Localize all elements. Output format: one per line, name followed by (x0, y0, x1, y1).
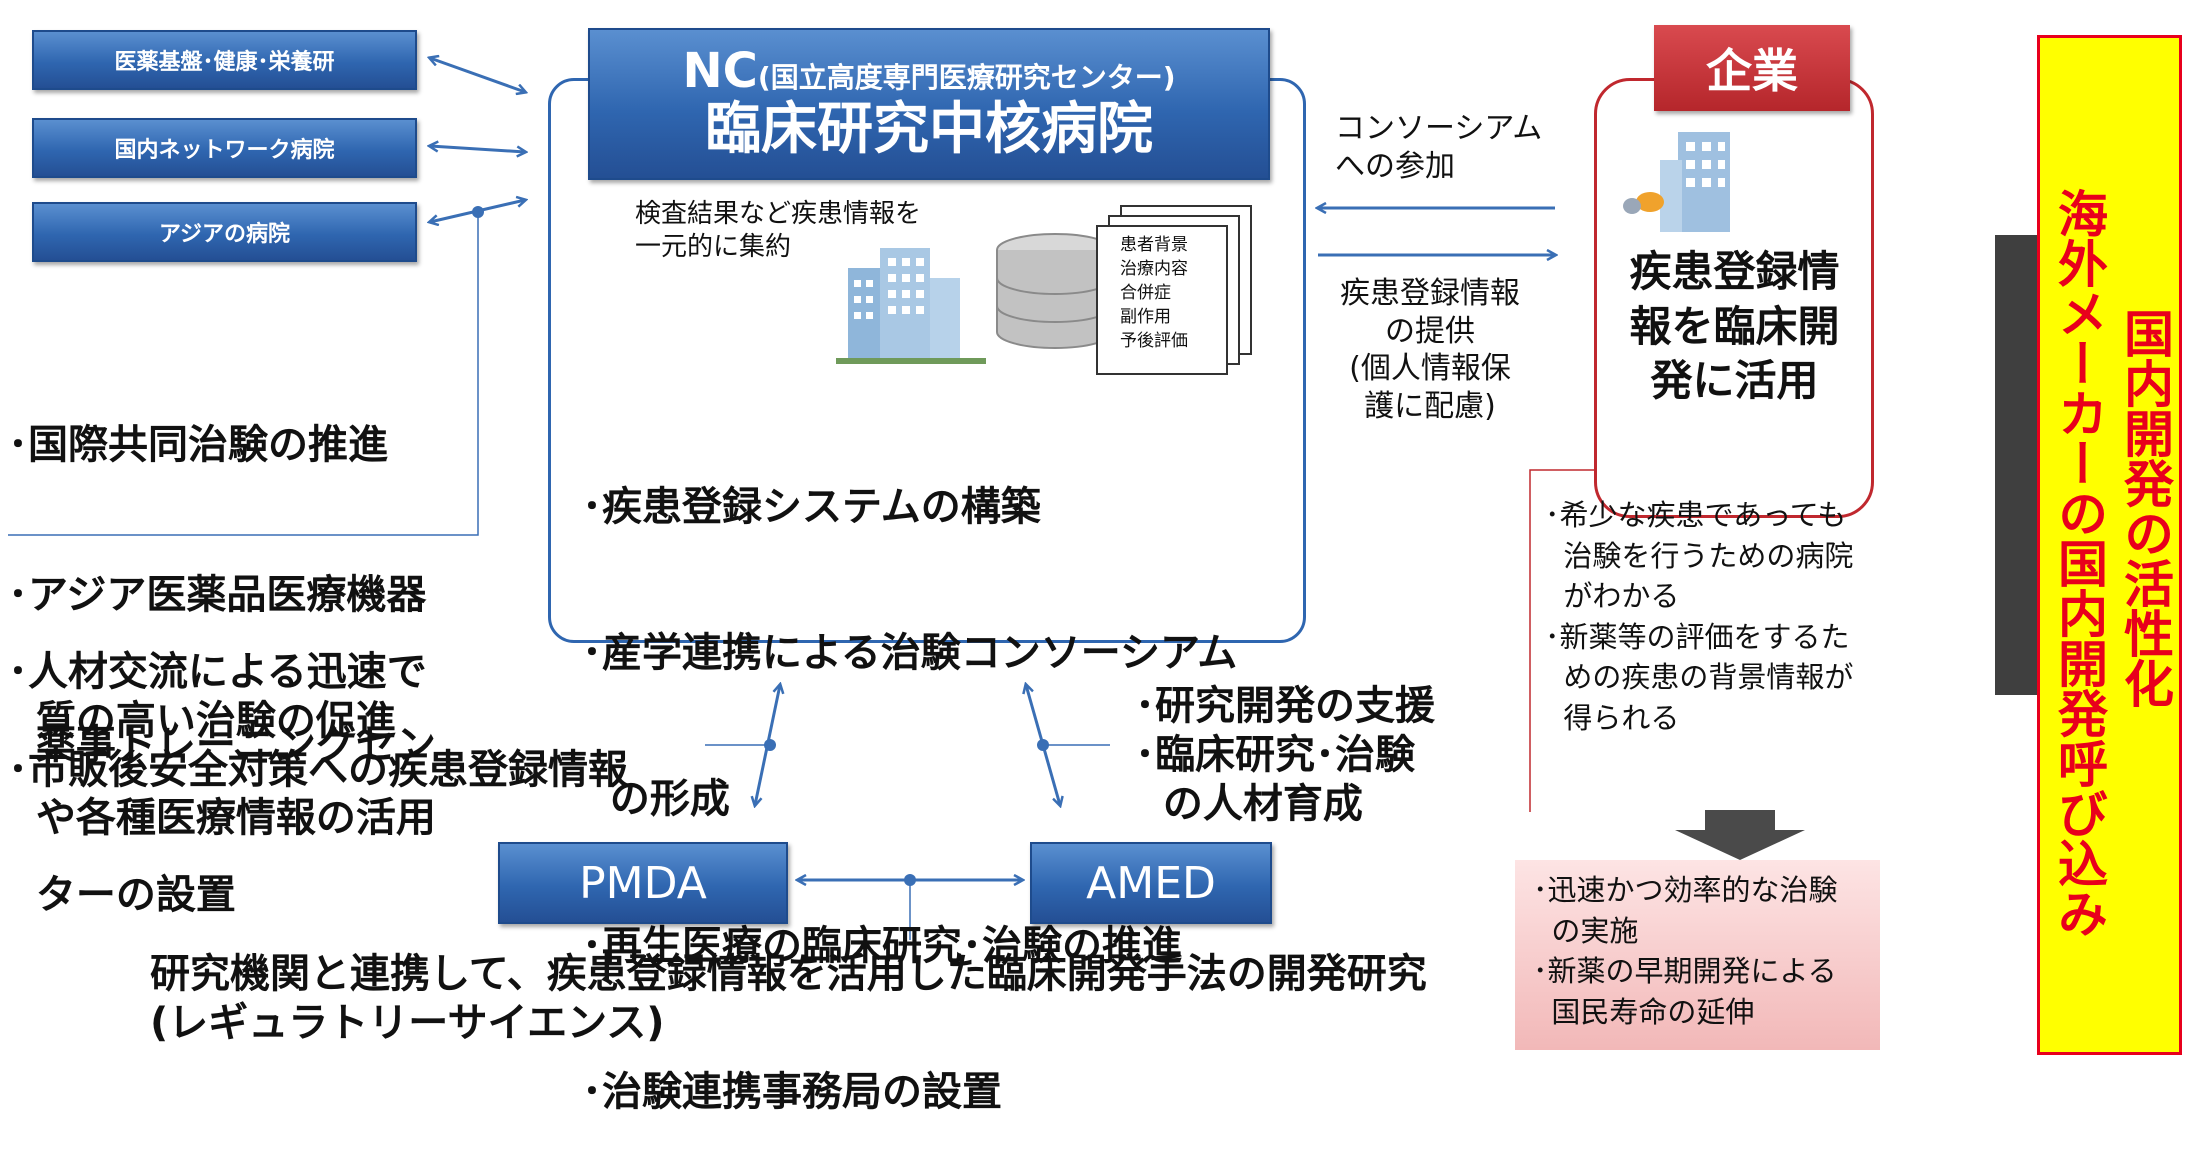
left-bullet-4: ターの設置 (8, 872, 236, 918)
nc-bullet-1: ･疾患登録システムの構築 (582, 483, 1041, 530)
left-bullet-2: ･アジア医薬品医療機器 (8, 572, 427, 618)
amed-box: AMED (1030, 842, 1272, 924)
box-domestic-network-label: 国内ネットワーク病院 (114, 138, 335, 163)
company-building-icon (1623, 132, 1730, 232)
left-bullet-3: 薬事トレーニングセン (8, 722, 436, 768)
box-asia-hospitals-label: アジアの病院 (158, 222, 291, 247)
bottom-research-text: 研究機関と連携して、疾患登録情報を活用した臨床開発手法の開発研究 (レギュラトリ… (150, 951, 1427, 1046)
document-list: 患者背景 治療内容 合併症 副作用 予後評価 (1096, 225, 1228, 375)
box-institute-label: 医薬基盤･健康･栄養研 (114, 50, 335, 75)
box-asia-hospitals: アジアの病院 (32, 202, 417, 262)
consortium-label: コンソーシアム への参加 (1335, 111, 1543, 184)
box-institute: 医薬基盤･健康･栄養研 (32, 30, 417, 90)
company-bullets: ･希少な疾患であっても 治験を行うための病院 がわかる ･新薬等の評価をするた … (1545, 498, 1854, 735)
nc-header-title: 臨床研究中核病院 (705, 97, 1153, 163)
lower-left-bullets: ･人材交流による迅速で 質の高い治験の促進 ･市販後安全対策への疾患登録情報 や… (8, 649, 628, 842)
nc-header-suffix: (国立高度専門医療研究センター) (757, 61, 1176, 95)
company-text: 疾患登録情 報を臨床開 発に活用 (1629, 247, 1840, 406)
box-domestic-network: 国内ネットワーク病院 (32, 118, 417, 178)
company-frame (1594, 78, 1874, 518)
pmda-box: PMDA (498, 842, 788, 924)
doc-label: 合併症 (1120, 283, 1171, 303)
panel-text-domestic: 国内開発の活性化 (2116, 308, 2174, 708)
doc-label: 副作用 (1120, 307, 1171, 327)
nc-bullet-3: の形成 (582, 776, 730, 823)
doc-label: 患者背景 (1120, 235, 1188, 255)
left-bullet-1: ･国際共同治験の推進 (8, 422, 388, 468)
nc-header: NC(国立高度専門医療研究センター) 臨床研究中核病院 (588, 28, 1270, 180)
nc-bullet-2: ･産学連携による治験コンソーシアム (582, 629, 1238, 676)
company-tag: 企業 (1654, 25, 1850, 111)
doc-label: 治療内容 (1120, 259, 1188, 279)
database-icon (996, 233, 1114, 349)
right-panel: 国内開発の活性化 海外メーカーの国内開発呼び込み (2037, 35, 2182, 1055)
lower-right-bullets: ･研究開発の支援 ･臨床研究･治験 の人材育成 (1135, 683, 1435, 827)
nc-bullet-5: ･治験連携事務局の設置 (582, 1069, 1002, 1116)
registry-provision-label: 疾患登録情報 の提供 (個人情報保 護に配慮) (1340, 276, 1520, 424)
doc-label: 予後評価 (1120, 331, 1188, 351)
left-bullets: ･国際共同治験の推進 ･アジア医薬品医療機器 薬事トレーニングセン ターの設置 (8, 320, 436, 970)
nc-bullet-4: ･再生医療の臨床研究･治験の推進 (582, 922, 1182, 969)
benefit-box: ･迅速かつ効率的な治験 の実施 ･新薬の早期開発による 国民寿命の延伸 (1515, 860, 1880, 1050)
nc-header-prefix: NC (682, 43, 758, 100)
nc-note: 検査結果など疾患情報を 一元的に集約 (635, 199, 922, 262)
panel-text-overseas: 海外メーカーの国内開発呼び込み (2050, 188, 2108, 938)
hospital-building-icon (836, 248, 986, 364)
